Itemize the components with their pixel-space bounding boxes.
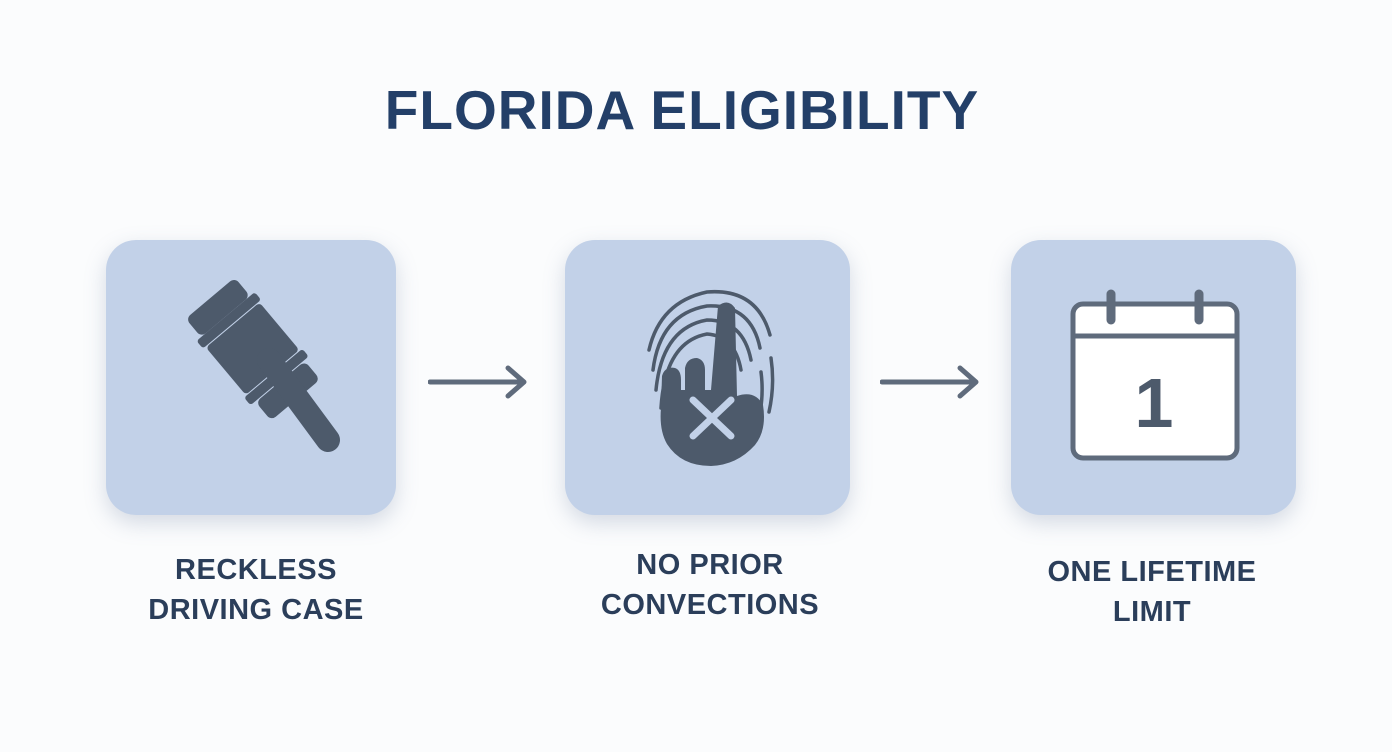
step-label-line2: LIMIT	[1112, 596, 1192, 628]
step-card-one-lifetime-limit: 1	[1011, 240, 1296, 515]
fingerprint-x-icon	[647, 289, 775, 466]
step-label-reckless-driving: RECKLESS DRIVING CASE	[106, 550, 406, 630]
calendar-number: 1	[1135, 364, 1174, 442]
step-label-line1: NO PRIOR	[636, 549, 784, 581]
page-title: FLORIDA ELIGIBILITY	[384, 79, 980, 141]
arrow-right-icon	[428, 365, 527, 399]
arrow-right-icon	[880, 365, 979, 399]
step-label-line2: CONVECTIONS	[600, 589, 820, 621]
step-label-line2: DRIVING CASE	[148, 594, 364, 626]
gavel-icon	[188, 280, 340, 452]
step-card-reckless-driving	[106, 240, 396, 515]
step-card-no-prior-convictions	[565, 240, 850, 515]
step-label-one-lifetime-limit: ONE LIFETIME LIMIT	[1002, 552, 1302, 632]
calendar-icon: 1	[1070, 289, 1240, 461]
step-label-line1: ONE LIFETIME	[1047, 556, 1257, 588]
step-label-no-prior-convictions: NO PRIOR CONVECTIONS	[560, 545, 860, 625]
step-label-line1: RECKLESS	[175, 554, 337, 586]
